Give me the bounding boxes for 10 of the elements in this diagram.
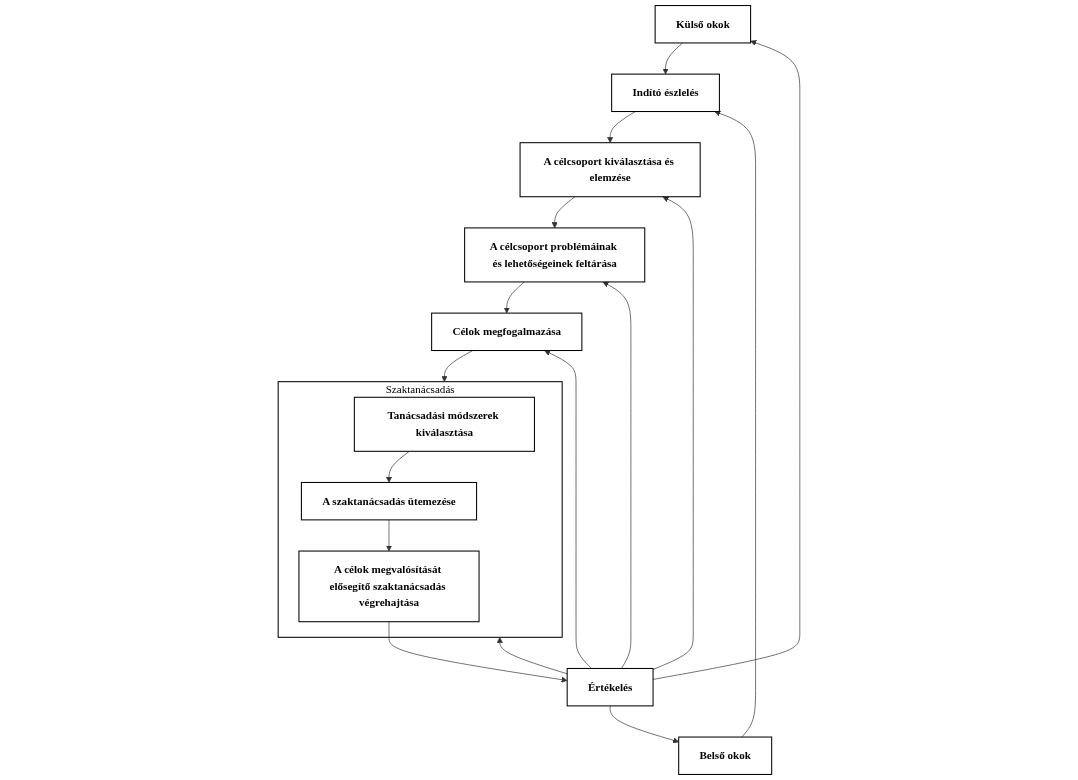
node-box: Tanácsadási módszerek kiválasztása <box>353 396 535 452</box>
node-box: A célcsoport kiválasztása és elemzése <box>519 142 701 198</box>
node-box: Indító észlelés <box>611 73 720 113</box>
node-box: A szaktanácsadás ütemezése <box>300 481 478 521</box>
node-box: Értékelés <box>566 667 654 707</box>
node-box: A célcsoport problémáinak és lehetőségeinek feltárása <box>464 227 646 283</box>
node-box: Belső okok <box>678 736 773 775</box>
node-box: Külső okok <box>654 5 752 44</box>
node-box: A célok megvalósítását elősegítő szaktanácsadás végrehajtása <box>298 550 480 623</box>
node-box: Célok megfogalmazása <box>431 312 583 352</box>
